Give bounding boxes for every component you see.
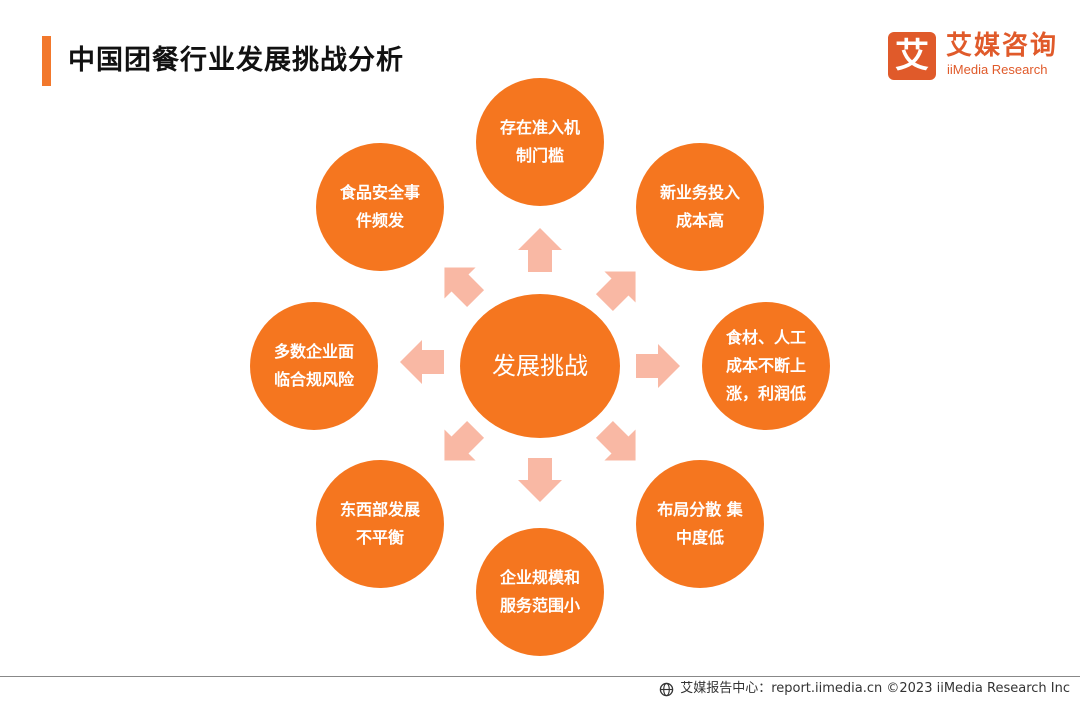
- footer-divider: [0, 676, 1080, 677]
- node-left: 多数企业面 临合规风险: [250, 302, 378, 430]
- arrow-up: [518, 228, 562, 272]
- node-top-left-line2: 件频发: [355, 211, 404, 230]
- node-top-left: 食品安全事 件频发: [316, 143, 444, 271]
- logo-badge: 艾: [888, 32, 936, 80]
- logo-cn-text: 艾媒咨询: [946, 31, 1059, 61]
- node-bottom-line2: 服务范围小: [499, 596, 580, 615]
- node-top-left-line1: 食品安全事: [339, 183, 420, 202]
- node-right: 食材、人工 成本不断上 涨，利润低: [702, 302, 830, 430]
- title-accent-bar: [42, 36, 51, 86]
- node-left-line2: 临合规风险: [273, 370, 354, 389]
- node-top-right-line1: 新业务投入: [659, 183, 740, 202]
- node-bottom-left-line2: 不平衡: [355, 528, 404, 547]
- footer-text: 艾媒报告中心：report.iimedia.cn ©2023 iiMedia R…: [680, 681, 1070, 696]
- node-right-line1: 食材、人工: [725, 328, 806, 347]
- node-top-line2: 制门槛: [515, 146, 564, 165]
- node-right-line3: 涨，利润低: [725, 384, 806, 403]
- arrow-down-left: [444, 420, 485, 461]
- node-top: 存在准入机 制门槛: [476, 78, 604, 206]
- node-bottom-left: 东西部发展 不平衡: [316, 460, 444, 588]
- node-bottom-right-line1: 布局分散 集: [657, 500, 743, 519]
- node-left-line1: 多数企业面: [273, 342, 354, 361]
- brand-logo: 艾 艾媒咨询 iiMedia Research: [888, 30, 1060, 82]
- node-bottom-left-line1: 东西部发展: [339, 500, 420, 519]
- arrow-down-right: [595, 420, 636, 461]
- globe-icon: [659, 682, 674, 696]
- node-bottom: 企业规模和 服务范围小: [476, 528, 604, 656]
- node-right-line2: 成本不断上: [725, 356, 806, 375]
- arrow-up-right: [595, 271, 636, 312]
- arrow-right: [636, 344, 680, 388]
- arrow-left: [400, 340, 444, 384]
- node-top-right: 新业务投入 成本高: [636, 143, 764, 271]
- logo-en-text: iiMedia Research: [947, 62, 1048, 77]
- footer: 艾媒报告中心：report.iimedia.cn ©2023 iiMedia R…: [659, 680, 1070, 698]
- arrow-down: [518, 458, 562, 502]
- node-bottom-right-line2: 中度低: [675, 528, 724, 547]
- node-bottom-right: 布局分散 集 中度低: [636, 460, 764, 588]
- center-label: 发展挑战: [492, 352, 588, 380]
- node-top-right-line2: 成本高: [675, 211, 724, 230]
- arrow-up-left: [444, 267, 485, 308]
- node-bottom-line1: 企业规模和: [499, 568, 580, 587]
- page-title: 中国团餐行业发展挑战分析: [68, 45, 404, 76]
- center-node: 发展挑战: [460, 294, 620, 438]
- node-top-line1: 存在准入机: [499, 118, 580, 137]
